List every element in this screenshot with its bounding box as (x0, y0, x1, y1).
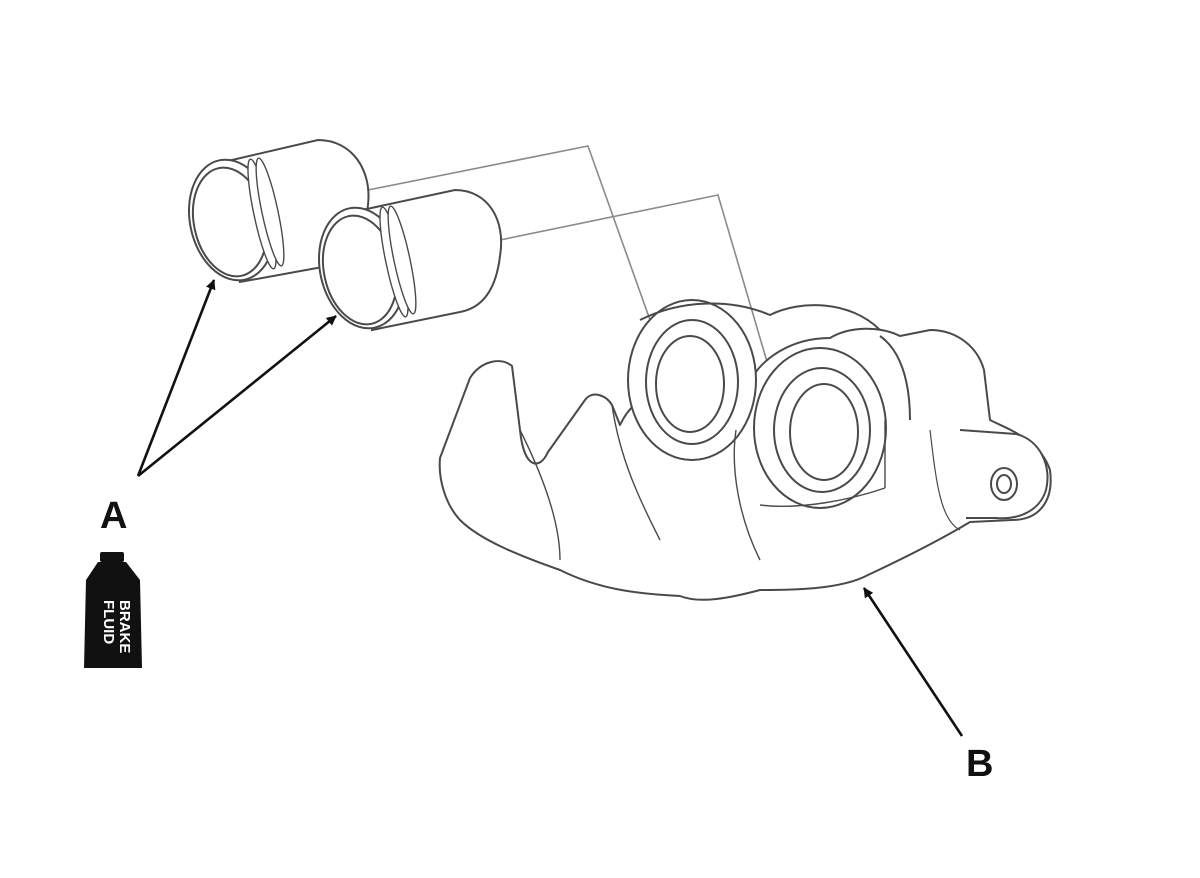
caliper-body (438, 299, 1052, 601)
brake-fluid-bottle-icon: BRAKE FLUID (84, 552, 142, 668)
arrow-b-caliper (862, 587, 964, 737)
piston-2 (318, 188, 503, 332)
bottle-label-brake: BRAKE (116, 600, 133, 653)
arrow-a-piston-1 (136, 279, 216, 477)
leader-lines-a (136, 279, 337, 478)
arrow-a-piston-2 (137, 314, 337, 478)
callout-a: A (100, 495, 127, 537)
bottle-label-fluid: FLUID (100, 600, 117, 644)
callout-b: B (966, 743, 993, 785)
